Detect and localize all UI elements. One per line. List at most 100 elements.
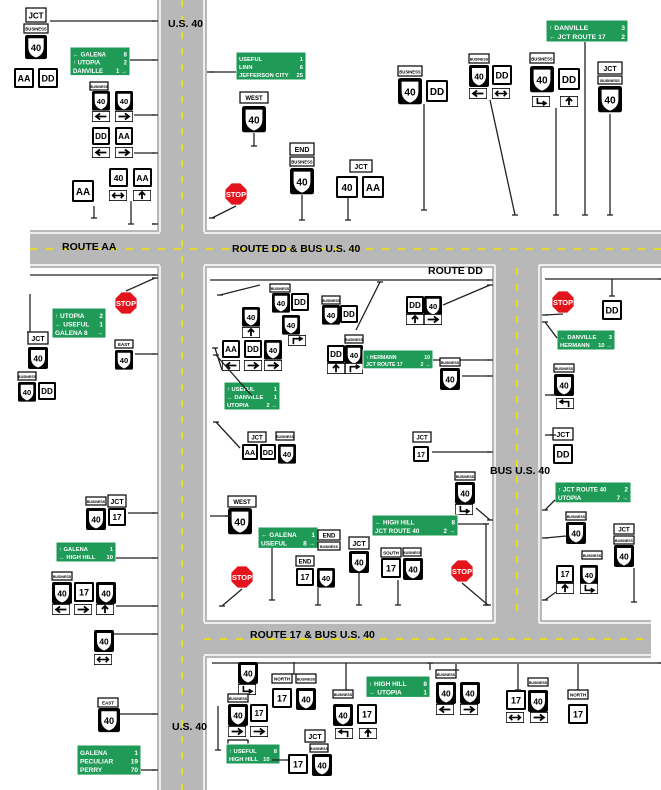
state-route-sign: DD [260,444,276,460]
label-route-aa: ROUTE AA [62,241,117,253]
arrow-r-icon [115,147,133,158]
plate-frame [85,496,107,506]
us-route-shield-icon: 40 [566,522,586,544]
label-us40-bottom: U.S. 40 [172,721,207,733]
plate-frame [271,673,293,684]
sign-plate: BUSINESS [295,673,317,684]
plate-text: BUSINESS [90,85,109,89]
shield-number: 40 [104,716,114,726]
road-bus-us40-south [492,620,542,640]
plate-frame [27,331,49,345]
route-sign-face [329,347,343,361]
plate-frame [397,65,423,77]
state-route-sign: DD [38,382,56,400]
arrow-dr-icon [455,504,473,515]
sign-post [544,535,567,539]
sign-plate: BUSINESS [321,295,341,305]
guide-destination: ← USEFUL [55,321,89,328]
plate-text: EAST [118,342,130,347]
plate-frame [435,669,457,679]
shield-number: 40 [248,115,260,126]
plate-text: JCT [556,432,570,439]
guide-distance: → [97,330,104,337]
end-plate: END [289,142,315,156]
route-sign-number: DD [42,74,55,84]
route-sign-face [558,567,572,581]
guide-sign-panel [554,481,632,504]
us-route-shield-icon: 40 [52,582,72,604]
plate-text: END [295,147,310,154]
us-route-shield-icon: 40 [322,305,340,325]
route-sign-number: AA [225,345,237,354]
guide-destination: ← DANVILLE [560,335,597,341]
plate-frame [552,427,574,441]
plate-text: JCT [251,435,263,441]
guide-distance: 2 [625,487,629,494]
arrow-r-icon [74,604,92,615]
plate-text: BUSINESS [229,697,248,701]
shield-number: 40 [354,557,364,567]
guide-distance: 6 [300,65,304,71]
guide-distance: 1 → [116,69,127,75]
plate-text: BUSINESS [600,79,620,83]
guide-sign-panel [69,46,131,77]
shield-number: 40 [536,75,548,86]
route-sign-number: DD [562,75,576,86]
guide-distance: 1 [110,547,114,553]
plate-text: BUSINESS [18,375,37,379]
guide-destination: UTOPIA [558,495,582,502]
plate-frame [317,541,341,551]
state-route-sign: DD [291,293,309,311]
arrow-r-icon [228,726,246,737]
state-route-sign: DD [426,80,448,102]
shield-number: 40 [429,302,437,311]
sign-plate: BUSINESS [309,743,329,753]
sign-plate: BUSINESS [275,431,295,441]
guide-destination: ← HIGH HILL [375,520,415,527]
shield-number: 40 [23,388,31,397]
plate-frame [348,536,370,550]
sign-plate: BUSINESS [317,541,341,551]
sign-plate: BUSINESS [89,81,109,91]
us-route-shield-icon: 40 [614,545,634,567]
shield-number: 40 [338,710,348,720]
state-route-sign: DD [244,340,262,358]
guide-distance: 8 [124,52,128,58]
arrow-u-icon [359,728,377,739]
us-route-shield-icon: 40 [349,551,369,573]
guide-destination: ← HIGH HILL [59,555,96,561]
sign-plate: BUSINESS [613,535,635,545]
guide-distance: 1 [300,57,304,63]
shield-number: 40 [277,299,285,308]
route-sign-number: AA [118,132,130,141]
guide-distance: 1 [99,321,103,328]
state-route-sign: 40 [109,168,128,187]
plate-frame [89,81,109,91]
plate-text: EAST [102,701,114,706]
plate-frame [17,371,37,381]
stop-text: STOP [553,298,573,307]
shield-number: 40 [233,710,243,720]
sign-plate: JCT [349,159,373,173]
us-route-shield-icon: 40 [530,66,554,93]
plate-frame [581,550,603,560]
sign-post [219,284,261,296]
sign-plate: WEST [227,495,257,508]
sign-plate: END [295,555,315,567]
sign-plate: BUSINESS [454,471,476,481]
shield-number: 40 [559,380,569,390]
label-bus-us40: BUS U.S. 40 [490,465,550,477]
sign-plate: JCT [613,523,635,535]
plate-text: BUSINESS [470,58,489,62]
stop-octagon-icon [450,559,474,583]
state-route-sign: DD [406,296,424,314]
us-route-shield-icon: 40 [460,682,480,704]
us-route-shield-icon: 40 [278,444,296,464]
sign-post [461,582,489,606]
arrow-ul-icon [335,728,353,739]
arrow-r-icon [250,726,268,737]
state-route-sign: AA [242,444,258,460]
